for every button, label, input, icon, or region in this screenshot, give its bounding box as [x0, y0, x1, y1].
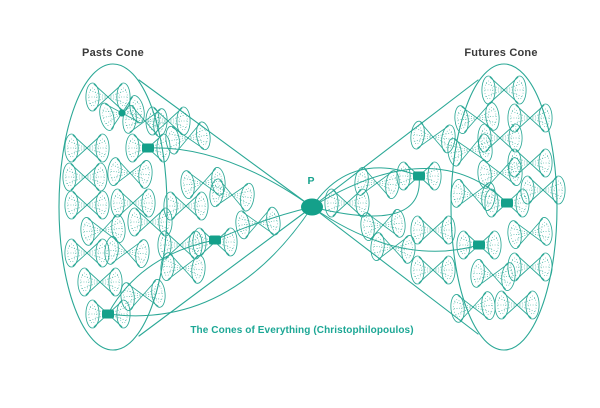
mini-lightcone: [163, 191, 209, 221]
mini-lightcone: [180, 167, 226, 199]
pasts-cone-label: Pasts Cone: [82, 47, 144, 59]
mini-lightcone: [127, 207, 173, 237]
mini-lightcone: [507, 217, 553, 249]
diagram-caption: The Cones of Everything (Christophilopou…: [190, 325, 414, 336]
mini-lightcone: [450, 179, 496, 211]
highlighted-event-node: [102, 309, 114, 319]
futures-cone-outline: [311, 63, 558, 351]
mini-lightcone: [235, 206, 281, 240]
mini-lightcone: [447, 133, 493, 167]
mini-lightcone: [507, 148, 553, 178]
mini-lightcone: [120, 279, 166, 311]
mini-lightcone: [410, 255, 456, 285]
futures-cone-label: Futures Cone: [464, 47, 538, 59]
mini-lightcone: [324, 188, 370, 218]
mini-lightcone: [64, 190, 110, 220]
mini-lightcone: [80, 214, 126, 246]
mini-lightcone: [477, 123, 523, 153]
mini-lightcone: [107, 157, 153, 189]
mini-lightcone: [410, 120, 456, 154]
mini-lightcone: [370, 232, 416, 264]
mini-lightcone: [494, 290, 540, 320]
mini-lightcone: [62, 162, 108, 192]
mini-lightcone: [520, 175, 566, 205]
mini-lightcone: [110, 188, 156, 218]
highlighted-event-node: [501, 198, 513, 208]
mini-lightcone: [507, 252, 553, 282]
highlighted-event-node: [413, 171, 425, 181]
mini-lightcone: [64, 133, 110, 163]
highlighted-event-node: [142, 143, 154, 153]
present-point-dot: [301, 198, 323, 216]
mini-lightcone: [454, 102, 500, 134]
present-point-label: P: [307, 175, 315, 187]
mini-lightcone: [507, 103, 553, 133]
highlighted-event-node: [473, 240, 485, 250]
mini-lightcone: [410, 215, 456, 245]
mini-lightcone: [209, 178, 255, 212]
highlighted-event-dot: [118, 109, 126, 117]
mini-lightcone: [85, 82, 131, 112]
mini-lightcone: [77, 267, 123, 297]
mini-lightcone: [157, 230, 203, 260]
mini-lightcone: [477, 157, 523, 189]
mini-lightcone: [481, 75, 527, 105]
mini-lightcone: [470, 259, 516, 291]
mini-lightcone: [104, 236, 150, 268]
highlighted-event-node: [209, 235, 221, 245]
mini-lightcone: [64, 238, 110, 268]
mini-lightcone: [165, 121, 211, 155]
mini-lightcone: [122, 105, 168, 137]
